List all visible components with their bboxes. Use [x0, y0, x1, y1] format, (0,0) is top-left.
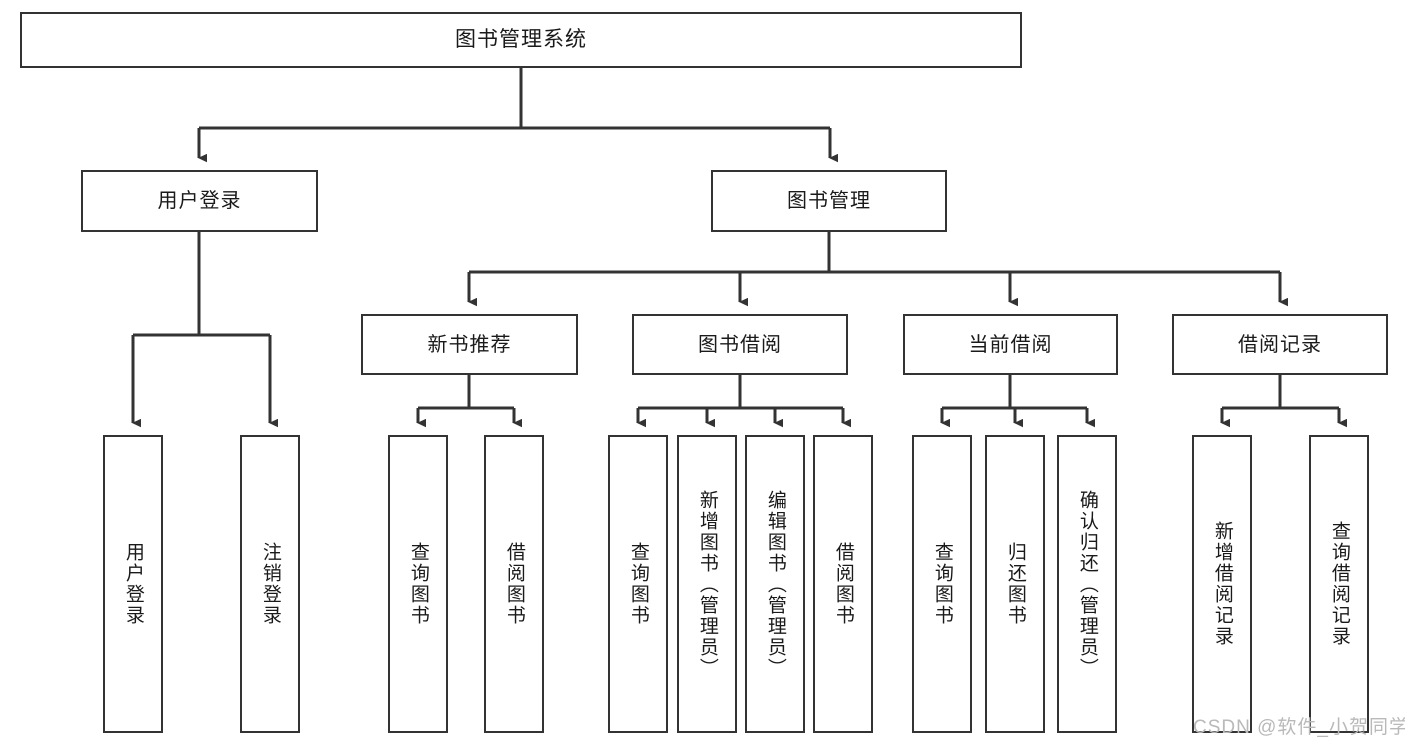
node-leaf-query-borrow-record[interactable]: 查询借阅记录 — [1309, 435, 1369, 733]
node-leaf-borrow-book-1-label: 借阅图书 — [503, 542, 525, 626]
node-leaf-add-borrow-record-label: 新增借阅记录 — [1211, 521, 1233, 647]
node-user-login[interactable]: 用户登录 — [81, 170, 318, 232]
node-leaf-return-book[interactable]: 归还图书 — [985, 435, 1045, 733]
node-leaf-logout-login[interactable]: 注销登录 — [240, 435, 300, 733]
node-leaf-edit-book[interactable]: 编辑图书（管理员） — [745, 435, 805, 733]
node-leaf-borrow-book-2-label: 借阅图书 — [832, 542, 854, 626]
node-leaf-borrow-book-1[interactable]: 借阅图书 — [484, 435, 544, 733]
node-leaf-add-borrow-record[interactable]: 新增借阅记录 — [1192, 435, 1252, 733]
node-leaf-confirm-return-label: 确认归还（管理员） — [1076, 489, 1098, 679]
node-root-label: 图书管理系统 — [455, 28, 587, 52]
node-leaf-query-book-2[interactable]: 查询图书 — [608, 435, 668, 733]
node-leaf-query-book-3-label: 查询图书 — [931, 542, 953, 626]
node-leaf-query-book-3[interactable]: 查询图书 — [912, 435, 972, 733]
node-current-borrow-label: 当前借阅 — [968, 333, 1053, 356]
node-borrow-record-label: 借阅记录 — [1238, 333, 1322, 356]
node-book-borrow-label: 图书借阅 — [698, 333, 782, 356]
node-book-management-label: 图书管理 — [787, 190, 871, 212]
node-leaf-confirm-return[interactable]: 确认归还（管理员） — [1057, 435, 1117, 733]
node-new-book-recommend-label: 新书推荐 — [427, 333, 512, 356]
node-leaf-query-book-1[interactable]: 查询图书 — [388, 435, 448, 733]
node-leaf-add-book[interactable]: 新增图书（管理员） — [677, 435, 737, 733]
node-borrow-record[interactable]: 借阅记录 — [1172, 314, 1388, 375]
node-leaf-user-login-label: 用户登录 — [122, 542, 144, 626]
node-leaf-edit-book-label: 编辑图书（管理员） — [764, 489, 786, 679]
node-leaf-add-book-label: 新增图书（管理员） — [696, 489, 718, 679]
node-leaf-query-book-1-label: 查询图书 — [407, 542, 429, 626]
node-leaf-borrow-book-2[interactable]: 借阅图书 — [813, 435, 873, 733]
csdn-watermark: CSDN @软件_小贺同学 — [1193, 717, 1405, 738]
node-book-management[interactable]: 图书管理 — [711, 170, 947, 232]
node-root[interactable]: 图书管理系统 — [20, 12, 1022, 68]
node-leaf-query-book-2-label: 查询图书 — [627, 542, 649, 626]
node-leaf-return-book-label: 归还图书 — [1004, 542, 1026, 626]
node-leaf-query-borrow-record-label: 查询借阅记录 — [1328, 521, 1350, 647]
node-current-borrow[interactable]: 当前借阅 — [903, 314, 1118, 375]
node-leaf-user-login[interactable]: 用户登录 — [103, 435, 163, 733]
node-leaf-logout-login-label: 注销登录 — [259, 542, 281, 626]
node-new-book-recommend[interactable]: 新书推荐 — [361, 314, 578, 375]
node-user-login-label: 用户登录 — [157, 190, 242, 212]
node-book-borrow[interactable]: 图书借阅 — [632, 314, 848, 375]
